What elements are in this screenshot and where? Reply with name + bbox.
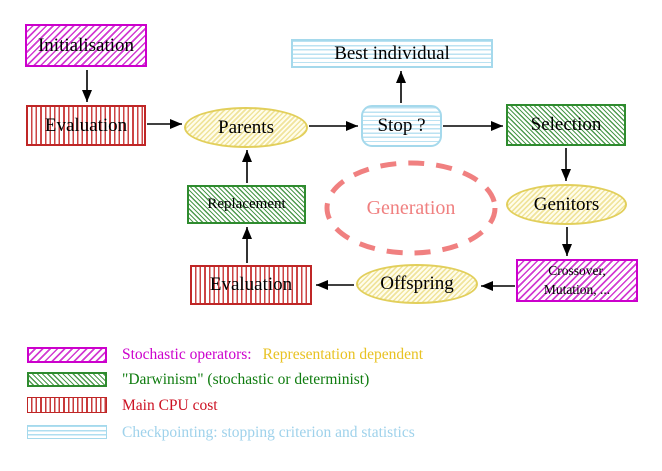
generation-label: Generation <box>366 196 456 219</box>
node-replacement: Replacement <box>187 185 306 224</box>
node-parents: Parents <box>184 107 308 148</box>
legend-label-darwinism: "Darwinism" (stochastic or determinist) <box>122 371 370 388</box>
legend-row-stochastic-operators: Stochastic operators: Representation depe… <box>122 346 423 364</box>
legend-label-stochastic-operators: Stochastic operators: <box>122 346 252 363</box>
node-crossover-mutation: Crossover, Mutation, ... <box>516 259 638 302</box>
legend-label-main-cpu-cost: Main CPU cost <box>122 397 218 414</box>
node-genitors: Genitors <box>506 184 627 225</box>
node-offspring: Offspring <box>356 264 478 304</box>
node-initialisation: Initialisation <box>25 24 147 67</box>
legend-swatch-checkpointing <box>27 425 107 439</box>
node-best-individual: Best individual <box>291 39 493 68</box>
legend-label-checkpointing: Checkpointing: stopping criterion and st… <box>122 424 415 441</box>
node-selection: Selection <box>506 104 626 146</box>
legend-row-darwinism: "Darwinism" (stochastic or determinist) <box>122 371 369 389</box>
node-evaluation-top: Evaluation <box>26 105 146 146</box>
generation-dashed-ellipse <box>324 160 498 256</box>
legend-swatch-darwinism <box>27 372 107 387</box>
legend-label-representation-dependent: Representation dependent <box>262 346 424 363</box>
legend-swatch-main-cpu-cost <box>27 397 107 413</box>
node-evaluation-bottom: Evaluation <box>190 265 312 305</box>
legend-row-checkpointing: Checkpointing: stopping criterion and st… <box>122 424 415 442</box>
node-stop: Stop ? <box>361 105 442 147</box>
legend-row-main-cpu-cost: Main CPU cost <box>122 397 218 415</box>
legend-swatch-stochastic-operators <box>27 347 107 363</box>
